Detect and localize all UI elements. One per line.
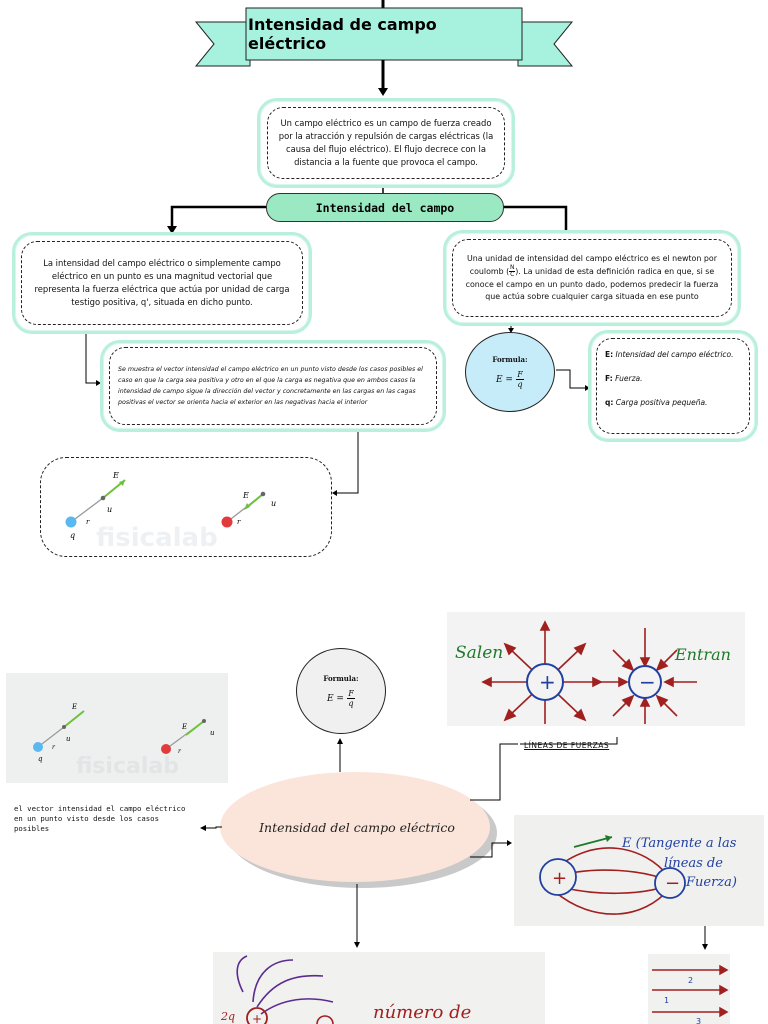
vector-note-box: Se muestra el vector intensidad el campo… — [100, 340, 446, 432]
left-definition-text: La intensidad del campo eléctrico o simp… — [34, 258, 290, 307]
svg-text:fisicalab: fisicalab — [76, 754, 179, 779]
svg-text:E: E — [181, 723, 187, 731]
svg-text:u: u — [210, 729, 215, 737]
mindmap-formula-label: Formula: — [323, 674, 359, 683]
vector-figure: fisicalab E u r q E u r — [65, 471, 276, 553]
tangent-minus: − — [665, 873, 680, 894]
svg-text:r: r — [237, 518, 241, 526]
title-banner — [194, 7, 574, 67]
watermark: fisicalab — [96, 523, 218, 553]
definitions-box: E: Intensidad del campo eléctrico. F: Fu… — [588, 330, 758, 442]
central-oval — [220, 772, 490, 882]
field-lines-photo: Salen Entran + − — [447, 612, 745, 726]
definition-q: q: Carga positiva pequeña. — [605, 398, 708, 407]
in-label: Entran — [674, 645, 731, 664]
vector-note-text: Se muestra el vector intensidad el campo… — [118, 366, 423, 406]
svg-text:u: u — [271, 499, 276, 508]
uniform-field-photo: 2 1 3 — [648, 954, 730, 1024]
positive-charge-icon — [65, 516, 77, 528]
tangent-plus: + — [552, 868, 567, 889]
svg-text:E: E — [71, 703, 77, 711]
tangent-line-1: E (Tangente a las — [621, 836, 737, 851]
svg-text:u: u — [66, 735, 71, 743]
right-unit-box: Una unidad de intensidad del campo eléct… — [443, 230, 741, 326]
page-title: Intensidad de campo eléctrico — [248, 15, 437, 53]
svg-text:q: q — [38, 755, 43, 763]
mindmap-positive-charge-icon — [33, 742, 43, 752]
intro-box: Un campo eléctrico es un campo de fuerza… — [257, 98, 515, 188]
svg-text:+: + — [252, 1012, 262, 1024]
plus-sign: + — [539, 670, 556, 694]
mindmap-negative-charge-icon — [161, 744, 171, 754]
intro-text: Un campo eléctrico es un campo de fuerza… — [278, 118, 494, 167]
count-charge: 2q — [220, 1010, 235, 1023]
svg-text:r: r — [52, 744, 56, 751]
negative-charge-icon — [221, 516, 233, 528]
formula-label: Formula: — [492, 355, 528, 364]
definition-e: E: Intensidad del campo eléctrico. — [605, 350, 734, 359]
uniform-label-1: 1 — [664, 996, 669, 1005]
uniform-label-2: 2 — [688, 976, 693, 985]
left-definition-box: La intensidad del campo eléctrico o simp… — [12, 232, 312, 334]
mindmap-left-note: el vector intensidad el campo eléctrico … — [14, 804, 186, 833]
definition-f: F: Fuerza. — [605, 374, 643, 383]
tangent-photo: E (Tangente a las líneas de Fuerza) + − — [514, 815, 764, 926]
minus-sign: − — [639, 670, 656, 694]
vector-q-label: q — [70, 531, 75, 540]
svg-text:E: E — [242, 491, 249, 500]
mindmap-vector-photo: fisicalab E u r q E u r — [6, 673, 228, 783]
svg-text:r: r — [178, 748, 182, 755]
count-text: número de — [373, 1002, 471, 1023]
tangent-line-2: líneas de — [664, 856, 723, 871]
count-photo: + 2q número de — [213, 952, 545, 1024]
tangent-line-3: Fuerza) — [685, 875, 737, 890]
mindmap-center-label: Intensidad del campo eléctrico — [259, 820, 455, 835]
vector-figure-box: fisicalab E u r q E u r — [40, 457, 332, 557]
out-label: Salen — [455, 643, 503, 663]
vector-r-label: r — [86, 518, 90, 526]
vector-ur-label: u — [107, 505, 112, 514]
uniform-label-3: 3 — [696, 1017, 701, 1024]
right-unit-text: Una unidad de intensidad del campo eléct… — [465, 253, 719, 302]
intensity-pill: Intensidad del campo — [266, 193, 504, 222]
field-lines-label: LÍNEAS DE FUERZAS — [524, 741, 610, 750]
vector-e-label: E — [112, 471, 119, 480]
